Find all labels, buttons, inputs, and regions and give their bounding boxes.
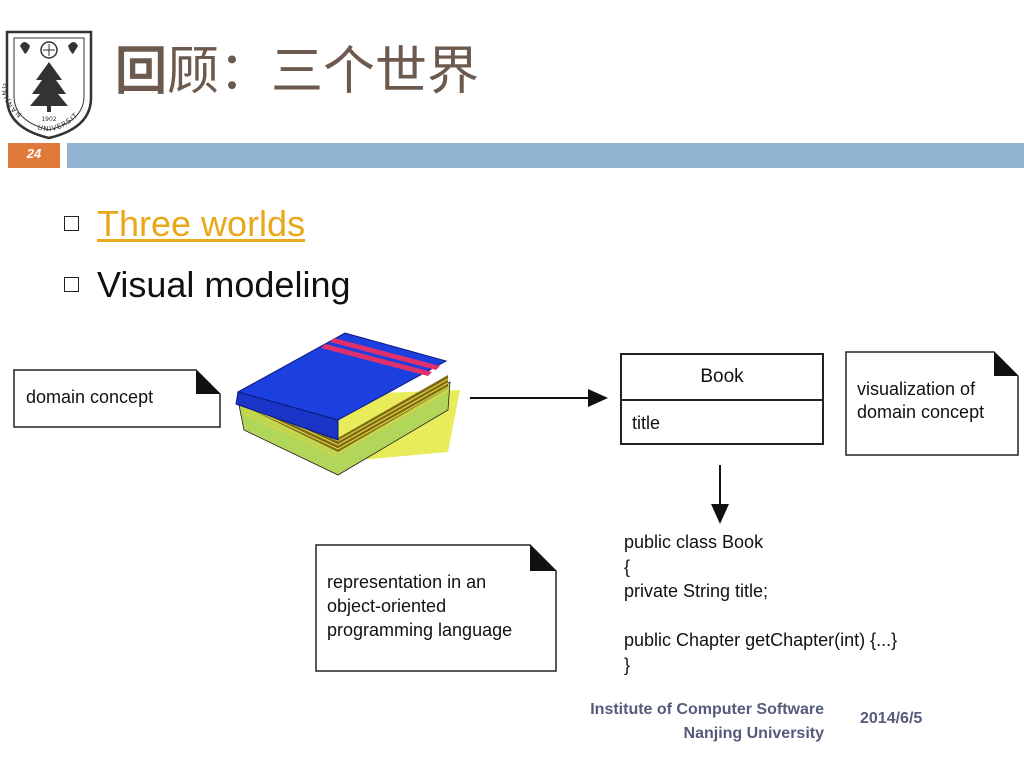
three-worlds-diagram [13,332,1019,672]
uml-class-book: Book title [620,353,824,445]
footer-date: 2014/6/5 [860,710,923,727]
note-visualization: visualization of domain concept [857,378,984,424]
bullet-square-icon [64,277,79,292]
slide-title-first-char: 回 [115,42,168,102]
slide-title-rest: 顾：三个世界 [167,42,480,102]
bullet-square-icon [64,216,79,231]
university-logo: 1902 NANJING UNIVERSITY [2,28,93,140]
slide-number: 24 [8,143,60,168]
bullet-three-worlds: Three worlds [64,206,305,242]
note-representation-line-3: programming language [327,620,513,640]
header-divider-bar [67,143,1024,168]
arrow-down-icon [711,504,729,524]
note-representation: representation in an object-oriented pro… [327,570,512,642]
java-code-snippet: public class Book { private String title… [624,532,898,675]
three-worlds-link[interactable]: Three worlds [97,203,306,244]
uml-class-name: Book [622,355,822,401]
note-representation-shape [315,544,557,672]
book-icon [235,332,460,476]
note-representation-line-1: representation in an [327,572,487,592]
slide-title: 回顾：三个世界 [115,46,479,98]
footer-institute: Institute of Computer Software Nanjing U… [590,698,824,746]
footer-institute-line-1: Institute of Computer Software [590,701,824,718]
note-domain-shape [13,369,221,428]
note-visualization-line-1: visualization of [857,379,976,399]
note-representation-line-2: object-oriented [327,596,447,616]
footer-institute-line-2: Nanjing University [683,725,824,742]
note-visualization-shape [845,351,1019,456]
svg-text:1902: 1902 [41,116,56,123]
bullet-visual-modeling: Visual modeling [64,267,351,303]
arrow-right-icon [588,389,608,407]
note-domain-concept: domain concept [26,387,154,407]
uml-class-attribute: title [632,413,661,433]
visual-modeling-text: Visual modeling [97,264,351,305]
note-visualization-line-2: domain concept [857,402,985,422]
